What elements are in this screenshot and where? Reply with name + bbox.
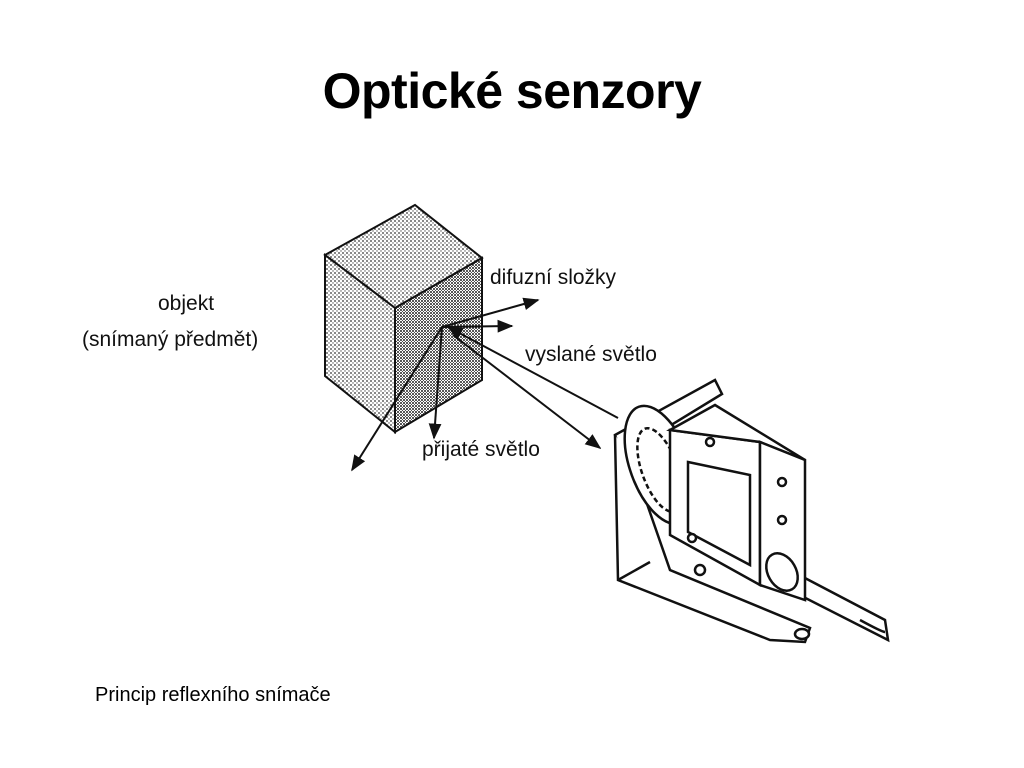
received-light-label: přijaté světlo: [422, 438, 540, 461]
slide-title: Optické senzory: [322, 63, 702, 119]
emitted-light-label: vyslané světlo: [525, 343, 657, 366]
diffuse-ray-1: [441, 297, 540, 328]
diffuse-ray-4: [428, 326, 443, 440]
light-rays: [351, 297, 619, 472]
received-light-ray: [452, 334, 602, 449]
diffuse-ray-3: [351, 326, 443, 472]
object-label-line2: (snímaný předmět): [82, 328, 259, 351]
diffuse-ray-2: [441, 319, 514, 333]
diffuse-label: difuzní složky: [490, 266, 617, 289]
reflex-sensor-diagram: objekt (snímaný předmět) difuzní složky …: [70, 180, 900, 670]
emitted-light-ray: [446, 326, 619, 419]
diagram-drawing: [323, 203, 890, 644]
figure-caption: Princip reflexního snímače: [95, 684, 331, 706]
object-box: [323, 203, 484, 435]
object-label-line1: objekt: [158, 292, 215, 315]
sensor-device: [613, 378, 890, 644]
